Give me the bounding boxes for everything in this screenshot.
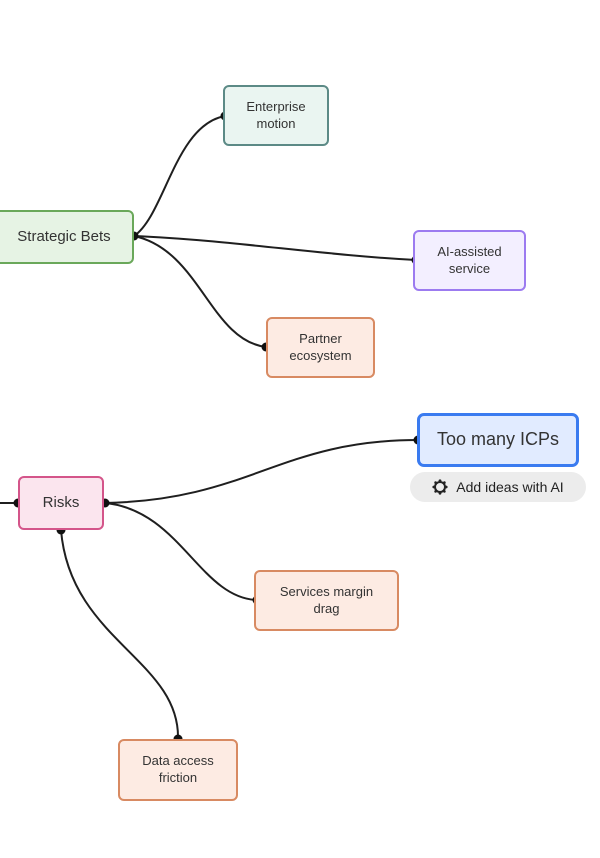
node-label: Risks [42, 494, 80, 512]
edge-strategic-enterprise [133, 115, 226, 237]
node-label: Too many ICPs [436, 429, 560, 450]
add-ideas-with-ai-button[interactable]: Add ideas with AI [410, 472, 586, 502]
node-ai-assisted-service[interactable]: AI-assisted service [413, 230, 526, 291]
node-data-access-friction[interactable]: Data access friction [118, 739, 238, 801]
edge-strategic-partner [133, 235, 267, 348]
node-label: Data access friction [142, 753, 214, 785]
edge-risks-icps [104, 439, 419, 504]
edge-risks-data [60, 529, 180, 740]
node-risks[interactable]: Risks [18, 476, 104, 530]
node-partner-ecosystem[interactable]: Partner ecosystem [266, 317, 375, 378]
node-label: Partner ecosystem [289, 330, 352, 363]
node-label: Enterprise motion [246, 98, 306, 131]
node-enterprise-motion[interactable]: Enterprise motion [223, 85, 329, 146]
edge-risks-margin [104, 502, 258, 601]
ai-chip-label: Add ideas with AI [456, 479, 564, 495]
node-label: Strategic Bets [17, 228, 111, 246]
edge-strategic-ai [133, 235, 417, 261]
node-services-margin-drag[interactable]: Services margin drag [254, 570, 399, 631]
sparkle-gear-icon [432, 479, 448, 495]
node-strategic-bets[interactable]: Strategic Bets [0, 210, 134, 264]
node-too-many-icps[interactable]: Too many ICPs [417, 413, 579, 467]
node-label: Services margin drag [279, 583, 374, 616]
node-label: AI-assisted service [437, 243, 502, 276]
